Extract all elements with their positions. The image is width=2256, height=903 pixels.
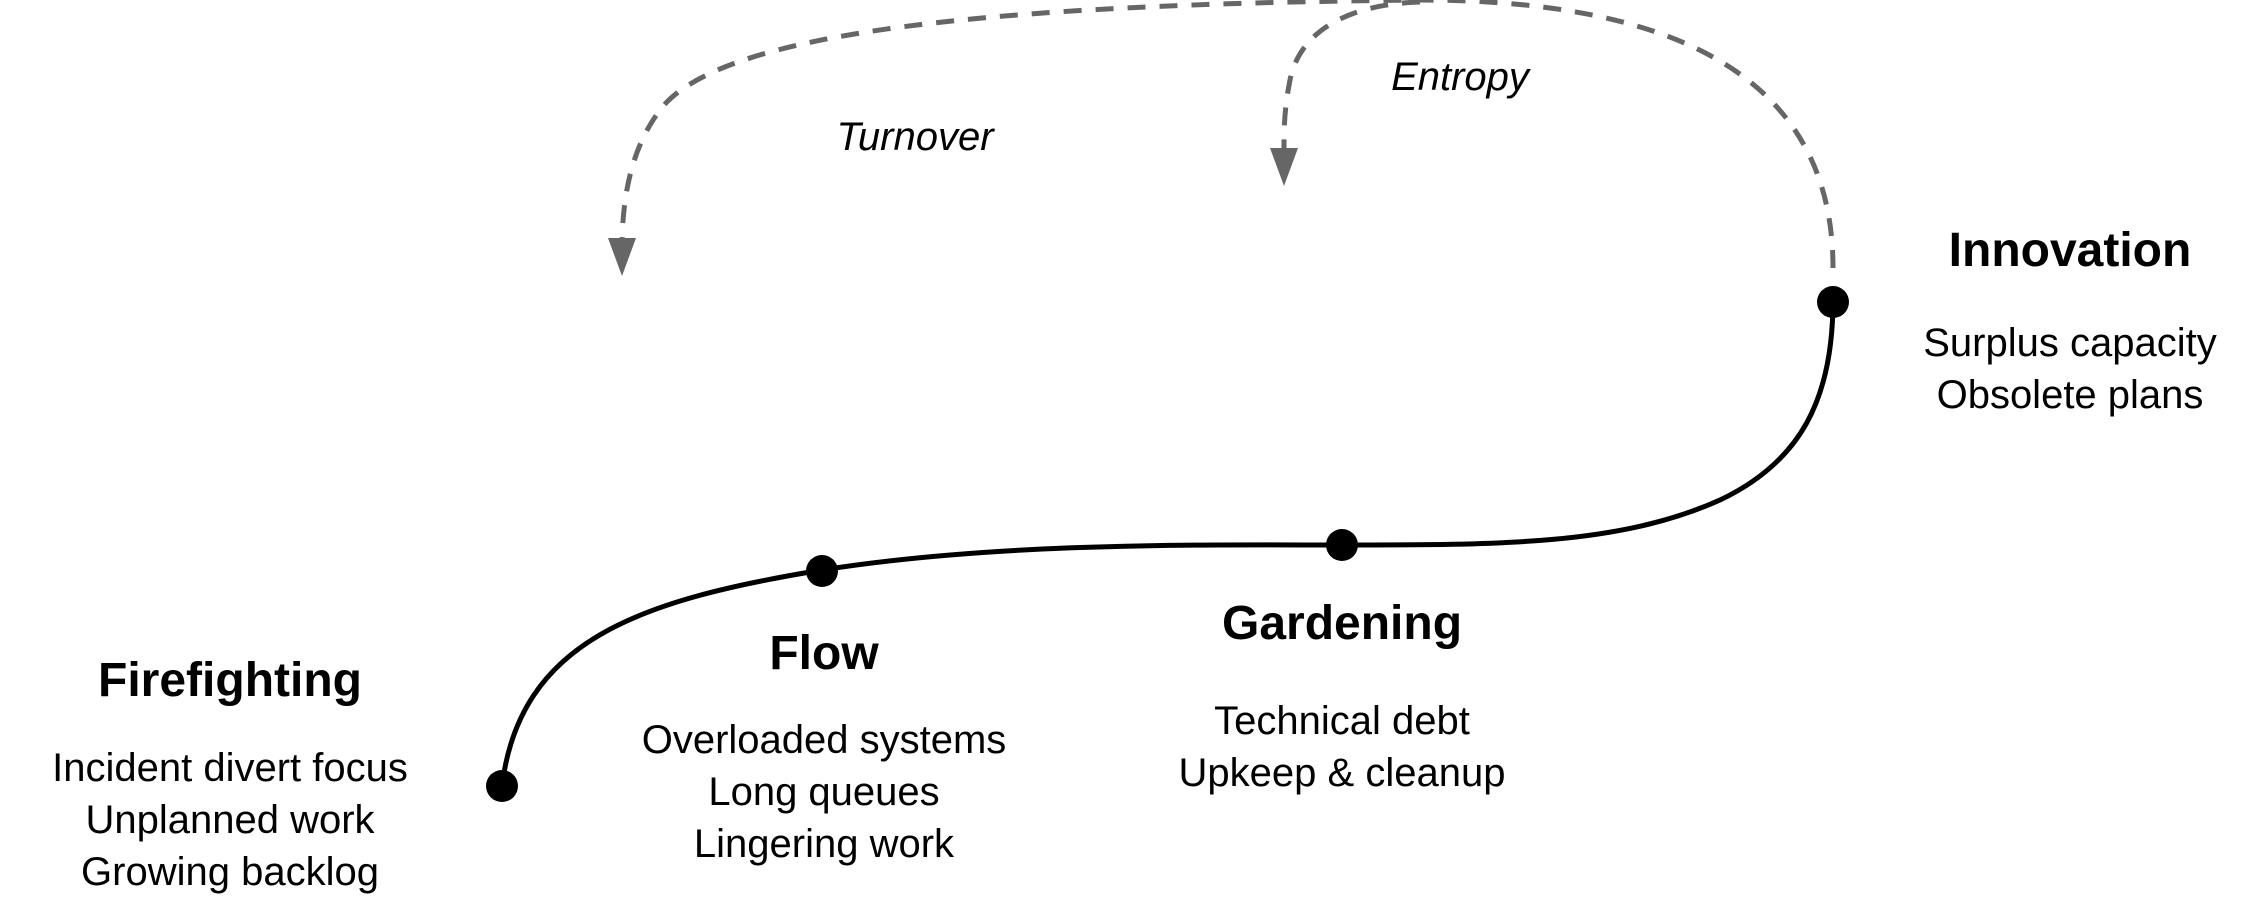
turnover-label: Turnover	[836, 115, 995, 159]
stage-title-innovation: Innovation	[1949, 224, 2192, 277]
stage-line-gardening-1: Technical debt	[1214, 699, 1470, 743]
stage-line-gardening-2: Upkeep & cleanup	[1179, 751, 1506, 795]
node-innovation	[1817, 286, 1849, 318]
maturity-curve	[499, 299, 1836, 787]
stage-line-innovation-2: Obsolete plans	[1937, 373, 2204, 417]
stage-line-flow-2: Long queues	[708, 770, 939, 814]
turnover-arc	[619, 0, 1836, 269]
stage-title-flow: Flow	[769, 627, 879, 680]
entropy-label: Entropy	[1391, 55, 1532, 99]
stage-line-firefighting-1: Incident divert focus	[52, 746, 408, 790]
entropy-arrowhead	[1270, 148, 1298, 186]
stage-line-firefighting-2: Unplanned work	[85, 798, 375, 842]
stage-line-flow-3: Lingering work	[694, 822, 955, 866]
entropy-arc	[1281, 0, 1421, 151]
stage-line-flow-1: Overloaded systems	[642, 718, 1007, 762]
stage-title-firefighting: Firefighting	[98, 654, 362, 707]
stage-title-gardening: Gardening	[1222, 597, 1462, 650]
node-flow	[806, 555, 838, 587]
stage-line-firefighting-3: Growing backlog	[81, 850, 379, 894]
stage-line-innovation-1: Surplus capacity	[1923, 321, 2216, 365]
node-firefighting	[486, 770, 518, 802]
turnover-arrowhead	[608, 238, 636, 276]
node-gardening	[1326, 529, 1358, 561]
